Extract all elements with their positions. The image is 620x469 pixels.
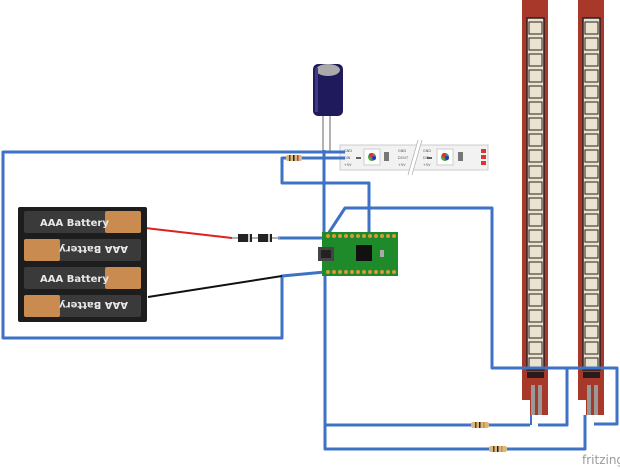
- strip-label-5v: +5V: [344, 163, 352, 167]
- sensor-segment: [584, 245, 599, 259]
- sensor-segment: [584, 53, 599, 67]
- sensor-segment: [584, 325, 599, 339]
- sensor-segment: [528, 261, 543, 275]
- pin: [374, 234, 378, 238]
- flex-sensor-left: [522, 0, 548, 415]
- sensor-segment: [584, 341, 599, 355]
- diode: [232, 234, 280, 242]
- led-strip: GND DIN +5V GND DOUT +5V GND DIN +5V: [339, 139, 489, 176]
- sensor-segment: [584, 229, 599, 243]
- pin: [356, 270, 360, 274]
- pin: [344, 234, 348, 238]
- battery-terminal: [105, 267, 141, 289]
- sensor-segment: [528, 53, 543, 67]
- resistor-sensor-2: [489, 446, 507, 452]
- sensor-segment: [584, 309, 599, 323]
- pin: [386, 270, 390, 274]
- sensor-segment: [584, 261, 599, 275]
- sensor-segment: [584, 37, 599, 51]
- pin: [338, 234, 342, 238]
- sensor-segment: [528, 117, 543, 131]
- fritzing-logo: fritzing: [582, 453, 620, 467]
- battery-terminal: [24, 239, 60, 261]
- sensor-segment: [584, 85, 599, 99]
- pin: [344, 270, 348, 274]
- sensor-segment: [584, 69, 599, 83]
- sensor-segment: [584, 293, 599, 307]
- sensor-segment: [584, 133, 599, 147]
- sensor-segment: [584, 181, 599, 195]
- pin: [332, 234, 336, 238]
- strip-label-gnd-2: GND: [398, 149, 406, 153]
- sensor-segment: [528, 165, 543, 179]
- strip-label-gnd-3: GND: [423, 149, 431, 153]
- strip-label-din-2: DIN: [423, 156, 430, 160]
- pin: [380, 270, 384, 274]
- sensor-segment: [528, 133, 543, 147]
- pin: [380, 234, 384, 238]
- capacitor: [313, 64, 343, 152]
- sensor-segment: [528, 293, 543, 307]
- strip-label-5v-2: +5V: [398, 163, 406, 167]
- sensor-segment: [528, 21, 543, 35]
- strip-label-gnd: GND: [344, 149, 352, 153]
- sensor-segment: [584, 277, 599, 291]
- resistor-sensor-1: [471, 422, 489, 428]
- sensor-segment: [528, 197, 543, 211]
- sensor-segment: [528, 325, 543, 339]
- sensor-segment: [528, 37, 543, 51]
- positive-wire: [144, 227, 233, 239]
- sensor-segment: [584, 101, 599, 115]
- pin: [386, 234, 390, 238]
- pin: [326, 270, 330, 274]
- strip-label-din: DIN: [344, 156, 351, 160]
- pin: [332, 270, 336, 274]
- sensor-segment: [528, 277, 543, 291]
- battery-label: AAA Battery: [40, 218, 109, 229]
- strip-label-5v-3: +5V: [423, 163, 431, 167]
- sensor-segment: [528, 229, 543, 243]
- strip-label-dout: DOUT: [398, 156, 409, 160]
- pin: [392, 270, 396, 274]
- sensor-segment: [584, 165, 599, 179]
- microcontroller-board: [318, 232, 398, 276]
- pin: [356, 234, 360, 238]
- pin: [338, 270, 342, 274]
- battery-label: AAA Battery: [59, 299, 128, 310]
- pin: [392, 234, 396, 238]
- sensor-segment: [528, 341, 543, 355]
- pin: [326, 234, 330, 238]
- sensor-segment: [584, 21, 599, 35]
- sensor-segment: [584, 149, 599, 163]
- sensor-segment: [584, 117, 599, 131]
- pin: [368, 234, 372, 238]
- negative-wire: [147, 275, 283, 298]
- flex-sensor-right: [578, 0, 604, 415]
- resistor-strip-data: [286, 155, 302, 161]
- battery-terminal: [24, 295, 60, 317]
- battery-label: AAA Battery: [59, 243, 128, 254]
- sensor-segment: [584, 197, 599, 211]
- battery-terminal: [105, 211, 141, 233]
- sensor-segment: [528, 245, 543, 259]
- pin: [362, 270, 366, 274]
- sensor-segment: [528, 149, 543, 163]
- pin: [362, 234, 366, 238]
- pin: [350, 270, 354, 274]
- sensor-segment: [528, 181, 543, 195]
- pin: [350, 234, 354, 238]
- pin: [374, 270, 378, 274]
- sensor-segment: [528, 213, 543, 227]
- sensor-segment: [528, 85, 543, 99]
- battery-label: AAA Battery: [40, 274, 109, 285]
- wires: [1, 150, 619, 451]
- sensor-segment: [528, 309, 543, 323]
- sensor-segment: [528, 69, 543, 83]
- pin: [368, 270, 372, 274]
- sensor-segment: [584, 213, 599, 227]
- sensor-segment: [528, 101, 543, 115]
